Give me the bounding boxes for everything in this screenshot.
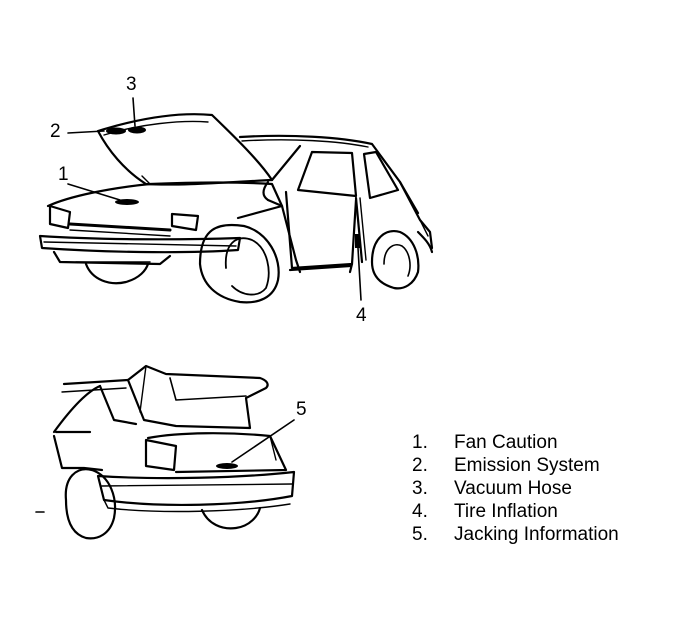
jacking-info-label <box>216 463 238 469</box>
rear-right-wheel-arc <box>200 506 262 530</box>
left-headlight <box>48 204 72 230</box>
legend-item: 2. Emission System <box>412 454 619 477</box>
front-fascia <box>46 181 284 220</box>
grille <box>68 222 172 232</box>
rear-wheel <box>370 230 420 290</box>
leader-5 <box>231 419 295 463</box>
legend-label: Jacking Information <box>454 524 619 545</box>
legend-label: Emission System <box>454 455 600 476</box>
door-jamb <box>354 196 364 264</box>
raised-hood <box>96 113 274 186</box>
front-door-window <box>296 150 358 198</box>
legend-label: Vacuum Hose <box>454 478 572 499</box>
legend-label: Tire Inflation <box>454 501 558 522</box>
legend: 1. Fan Caution 2. Emission System 3. Vacuum… <box>412 431 619 546</box>
valance <box>52 250 172 266</box>
front-bumper <box>38 234 242 254</box>
tail-light <box>144 438 178 472</box>
car-rear-view <box>35 364 296 540</box>
legend-number: 3. <box>412 478 428 499</box>
car-front-view <box>38 97 434 304</box>
fan-caution-label <box>115 199 139 205</box>
legend-number: 5. <box>412 524 428 545</box>
leader-1 <box>67 183 121 201</box>
right-headlight <box>170 212 200 232</box>
legend-item: 3. Vacuum Hose <box>412 477 619 500</box>
legend-number: 1. <box>412 432 428 453</box>
callout-3: 3 <box>126 74 137 95</box>
front-door <box>284 190 358 270</box>
callout-2: 2 <box>50 121 61 142</box>
callout-4: 4 <box>356 305 367 326</box>
legend-item: 1. Fan Caution <box>412 431 619 454</box>
callout-5: 5 <box>296 399 307 420</box>
roof <box>238 134 420 215</box>
legend-item: 4. Tire Inflation <box>412 500 619 523</box>
front-wheel <box>198 223 280 304</box>
vacuum-hose-label <box>128 126 146 134</box>
rear-side-window <box>362 150 400 200</box>
legend-number: 4. <box>412 501 428 522</box>
emission-label <box>106 127 126 135</box>
open-hatch <box>126 364 269 430</box>
callout-1: 1 <box>58 164 69 185</box>
rear-bumper-edge <box>416 230 434 254</box>
tire-inflation-label <box>355 234 360 248</box>
leader-2 <box>67 130 105 134</box>
leader-3 <box>132 97 136 127</box>
rear-bumper <box>96 470 296 507</box>
legend-item: 5. Jacking Information <box>412 523 619 546</box>
legend-label: Fan Caution <box>454 432 558 453</box>
rear-left-wheel <box>35 468 117 540</box>
leader-4 <box>357 247 362 301</box>
legend-number: 2. <box>412 455 428 476</box>
